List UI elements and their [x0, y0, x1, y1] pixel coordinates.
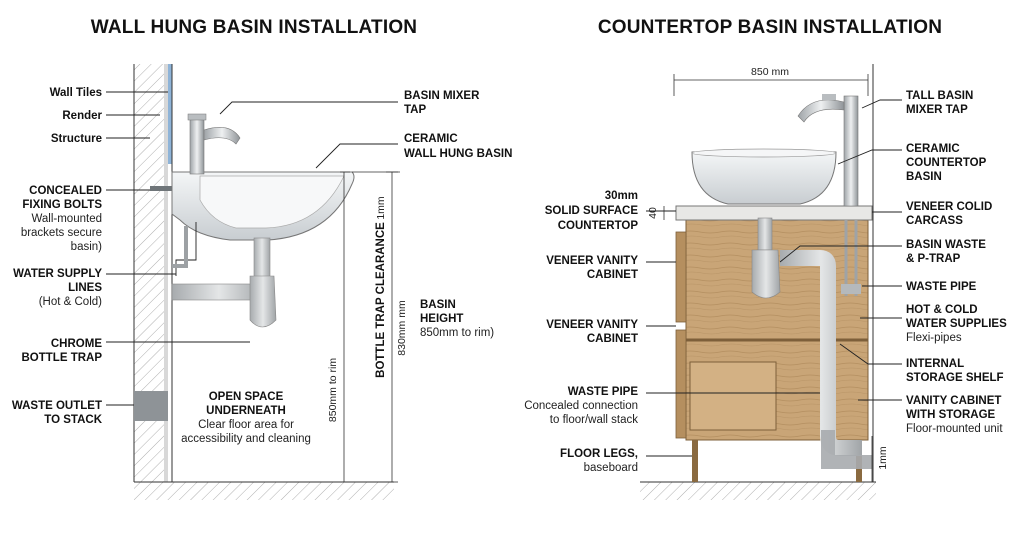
label-trap-2: BOTTLE TRAP	[22, 352, 103, 364]
label-concealed-3: Wall-mounted	[31, 213, 102, 225]
basin-waste-p-trap	[751, 249, 781, 299]
floor-right	[640, 482, 876, 500]
label-supply-1: WATER SUPPLY	[13, 268, 102, 280]
label-render: Render	[62, 110, 102, 122]
label-wastepipe: WASTE PIPE	[906, 281, 977, 293]
label-dim-850-rim: 850mm to rim	[327, 358, 339, 422]
label-height-2: HEIGHT	[420, 313, 463, 325]
left-labels: Wall Tiles Render Structure CONCEALED FI…	[12, 87, 513, 445]
label-wall-tiles: Wall Tiles	[50, 87, 102, 99]
label-supply-3: (Hot & Cold)	[39, 296, 102, 308]
label-shelf-2: STORAGE SHELF	[906, 372, 1004, 384]
right-title: COUNTERTOP BASIN INSTALLATION	[598, 17, 942, 38]
floor-leg-left	[692, 440, 698, 482]
label-mixer-2: TAP	[404, 104, 426, 116]
cabinet-door-edge-upper	[675, 231, 687, 323]
countertop-basin	[691, 151, 837, 205]
label-solid-3: COUNTERTOP	[558, 220, 639, 232]
label-mixer-1: BASIN MIXER	[404, 90, 480, 102]
label-carcass-2: CARCASS	[906, 215, 963, 227]
label-ceramic-2: WALL HUNG BASIN	[404, 148, 512, 160]
wall-render	[164, 64, 168, 482]
label-open-2: UNDERNEATH	[206, 405, 286, 417]
label-basinwaste-2: & P-TRAP	[906, 253, 961, 265]
tall-basin-mixer-tap	[843, 95, 859, 207]
label-veneer2-1: VENEER VANITY	[546, 319, 638, 331]
label-supply-2: LINES	[68, 282, 102, 294]
label-vanity-2: WITH STORAGE	[906, 409, 996, 421]
label-height-1: BASIN	[420, 299, 456, 311]
label-hotcold-1: HOT & COLD	[906, 304, 978, 316]
label-solid-2: SOLID SURFACE	[545, 205, 639, 217]
label-structure: Structure	[51, 133, 102, 145]
basin-mixer-tap	[189, 117, 205, 175]
wall-hung-diagram	[106, 64, 400, 500]
waste-pipe-concealed	[780, 250, 862, 456]
label-basinwaste-1: BASIN WASTE	[906, 239, 986, 251]
label-height-3: 850mm to rim)	[420, 327, 494, 339]
label-veneer1-2: CABINET	[587, 269, 638, 281]
left-title: WALL HUNG BASIN INSTALLATION	[91, 17, 417, 38]
label-dim-830: 830mm mm	[396, 300, 408, 356]
label-dim-40: 40	[647, 207, 659, 219]
fixing-bolt	[150, 186, 176, 191]
cabinet-door-edge-lower	[675, 329, 687, 439]
label-waste-1: WASTE PIPE	[568, 386, 639, 398]
label-concealed-1: CONCEALED	[29, 185, 102, 197]
label-ceramic-3: BASIN	[906, 171, 942, 183]
label-open-1: OPEN SPACE	[209, 391, 284, 403]
label-hotcold-2: WATER SUPPLIES	[906, 318, 1007, 330]
label-clearance: BOTTLE TRAP CLEARANCE	[375, 222, 387, 378]
label-waste-3: to floor/wall stack	[550, 414, 638, 426]
label-trap-1: CHROME	[51, 338, 102, 350]
label-ceramic-1: CERAMIC	[906, 143, 960, 155]
label-vanity-1: VANITY CABINET	[906, 395, 1001, 407]
label-shelf-1: INTERNAL	[906, 358, 964, 370]
wall-tiles	[168, 64, 172, 164]
label-legs-2: baseboard	[584, 462, 638, 474]
label-tall-1: TALL BASIN	[906, 90, 973, 102]
label-veneer1-1: VENEER VANITY	[546, 255, 638, 267]
label-open-3: Clear floor area for	[198, 419, 294, 431]
countertop-diagram	[640, 64, 902, 500]
label-concealed-5: basin)	[71, 241, 102, 253]
label-carcass-1: VENEER COLID	[906, 201, 992, 213]
storage-drawer	[689, 361, 777, 431]
label-dim-1mm: 1mm	[877, 446, 889, 470]
label-width-dim: 850 mm	[751, 66, 789, 78]
label-veneer2-2: CABINET	[587, 333, 638, 345]
label-concealed-2: FIXING BOLTS	[22, 199, 102, 211]
right-labels: 850 mm 30mm SOLID SURFACE COUNTERTOP 40 …	[524, 66, 1007, 474]
label-waste-1: WASTE OUTLET	[12, 400, 102, 412]
waste-tail	[253, 237, 271, 279]
solid-surface-countertop	[675, 205, 873, 221]
label-waste-2: TO STACK	[44, 414, 102, 426]
label-tall-2: MIXER TAP	[906, 104, 968, 116]
label-clearance-mm: 1mm	[375, 196, 387, 220]
label-hotcold-3: Flexi-pipes	[906, 332, 962, 344]
label-solid-1: 30mm	[605, 190, 638, 202]
label-vanity-3: Floor-mounted unit	[906, 423, 1003, 435]
label-legs-1: FLOOR LEGS,	[560, 448, 638, 460]
waste-outlet-stack	[134, 391, 168, 421]
label-waste-2: Concealed connection	[524, 400, 638, 412]
label-ceramic-2: COUNTERTOP	[906, 157, 987, 169]
label-ceramic-1: CERAMIC	[404, 133, 458, 145]
chrome-bottle-trap	[249, 275, 277, 328]
label-open-4: accessibility and cleaning	[181, 433, 311, 445]
floor-left	[134, 482, 394, 500]
label-concealed-4: brackets secure	[21, 227, 102, 239]
